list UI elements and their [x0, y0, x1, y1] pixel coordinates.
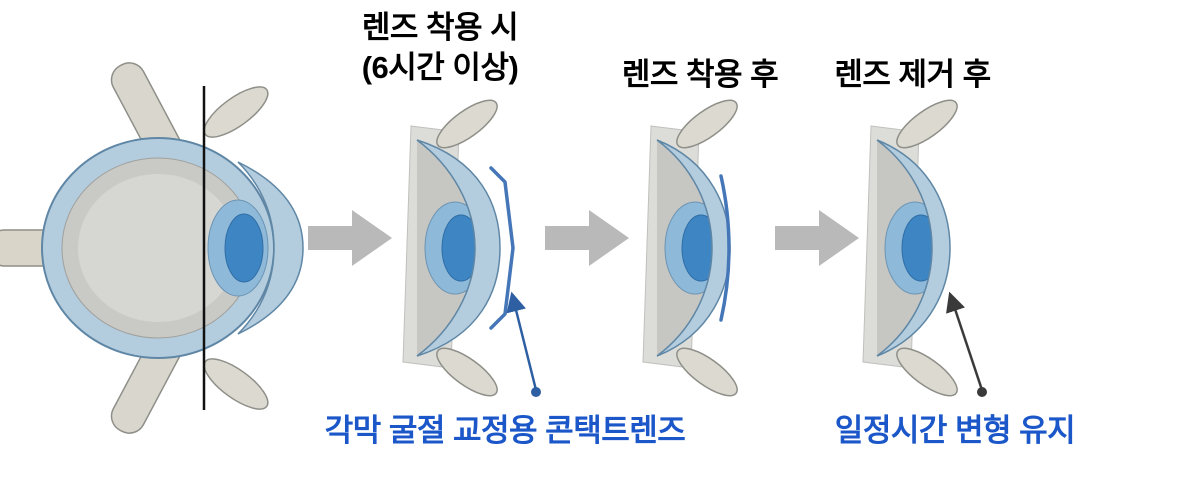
annotation-arrow-blue [506, 291, 541, 397]
contact-lens-shape [489, 166, 515, 330]
pointer-line [946, 291, 984, 391]
stage-label-wearing: 렌즈 착용 시 (6시간 이상) [300, 8, 580, 87]
cornea [237, 161, 304, 335]
contact-lens-shape [719, 174, 731, 322]
stage-label-after-removal: 렌즈 제거 후 [834, 57, 991, 92]
eyelid-bottom [436, 347, 498, 397]
eyelid-top [676, 99, 738, 149]
stage-label-line2: (6시간 이상) [361, 49, 519, 85]
arrow-right-icon [545, 210, 629, 266]
stage-label-line1: 렌즈 착용 시 [361, 10, 519, 45]
eyelid-bottom [203, 358, 269, 410]
pointer-line [506, 291, 538, 391]
eye-stage-after-wearing [642, 99, 738, 397]
pointer-dot [531, 387, 541, 397]
annotation-arrow-black [946, 291, 987, 397]
caption-contact-lens: 각막 굴절 교정용 콘택트렌즈 [324, 413, 686, 448]
cornea-shell-flattened [656, 139, 731, 357]
cornea-shell-flattened [876, 139, 951, 357]
arrow-right-icon [308, 210, 392, 266]
eyelid-bottom [896, 347, 958, 397]
eyelid-top [896, 99, 958, 149]
caption-shape-retention: 일정시간 변형 유지 [834, 413, 1076, 448]
eyelid-bottom [676, 347, 738, 397]
vitreous [78, 174, 238, 322]
arrow-right-icon [775, 210, 859, 266]
eyelid-top [203, 86, 269, 138]
pointer-dot [977, 387, 987, 397]
stage-label-after-wearing: 렌즈 착용 후 [621, 57, 779, 92]
crystalline-lens [224, 213, 264, 283]
eye-stage-after-removal [862, 99, 958, 397]
eyelid-top [436, 99, 498, 149]
eye-stage-wearing [402, 99, 515, 397]
eye-full-initial [0, 62, 304, 434]
cornea-shell [416, 139, 501, 357]
